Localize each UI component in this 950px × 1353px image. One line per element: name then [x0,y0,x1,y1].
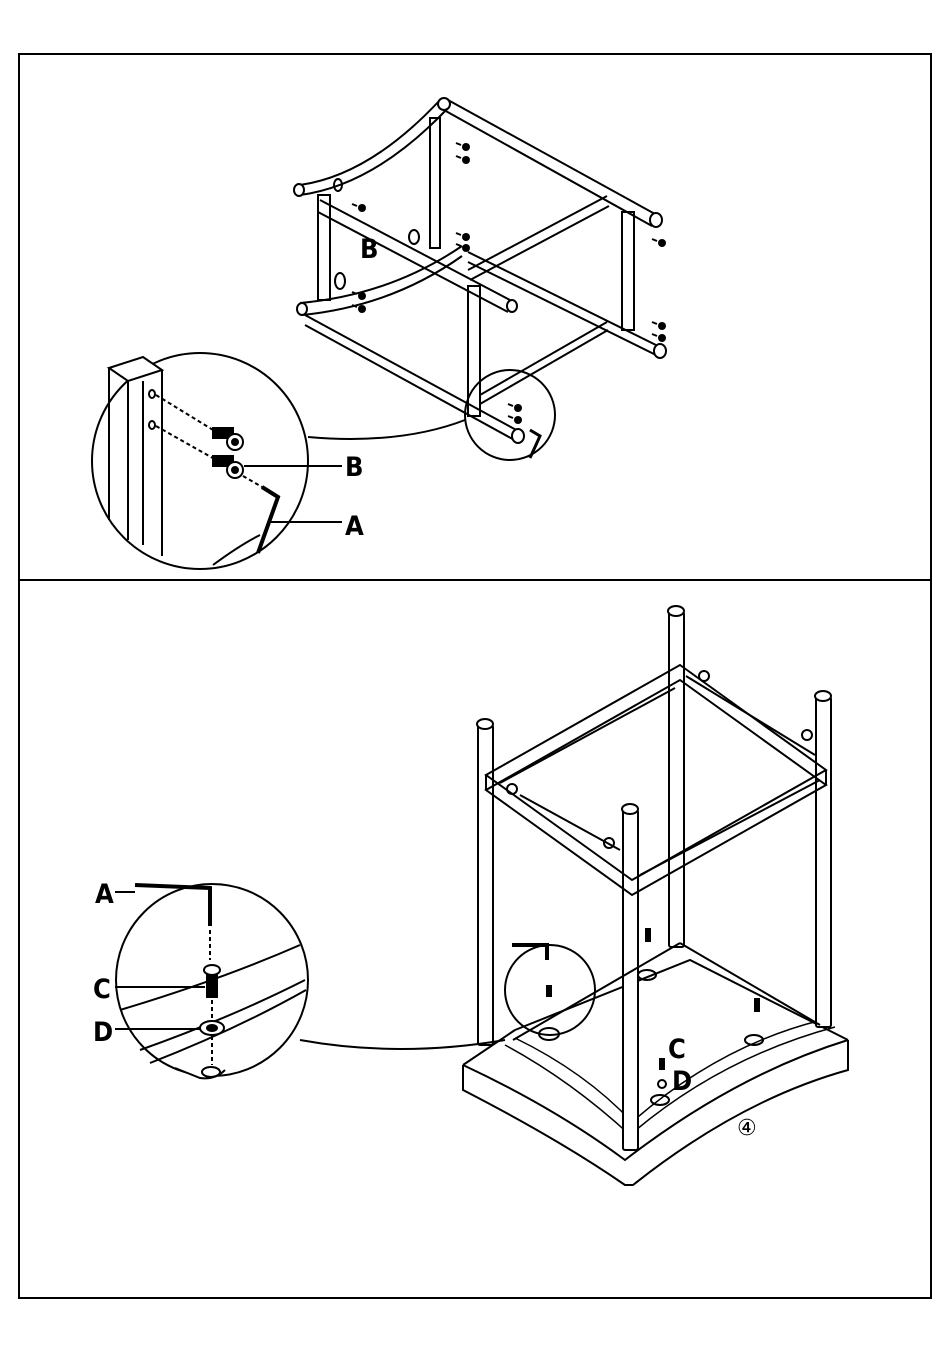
allen-key-a-label: A [345,511,364,542]
bolt-c-label: C [93,974,111,1005]
allen-key-a-label-bottom: A [95,879,114,910]
top-detail-callout [92,353,342,569]
top-screws [352,143,666,424]
bottom-detail-callout [115,884,308,1078]
screw-b-label: B [345,452,364,483]
top-frame-drawing [294,98,666,460]
washer-d-label-seat: D [672,1066,692,1097]
washer-d-label: D [93,1017,113,1048]
step-number: ④ [737,1116,757,1141]
bottom-stool-drawing [300,606,848,1185]
frame-screw-label: B [360,234,379,265]
bolt-c-label-seat: C [668,1034,686,1065]
